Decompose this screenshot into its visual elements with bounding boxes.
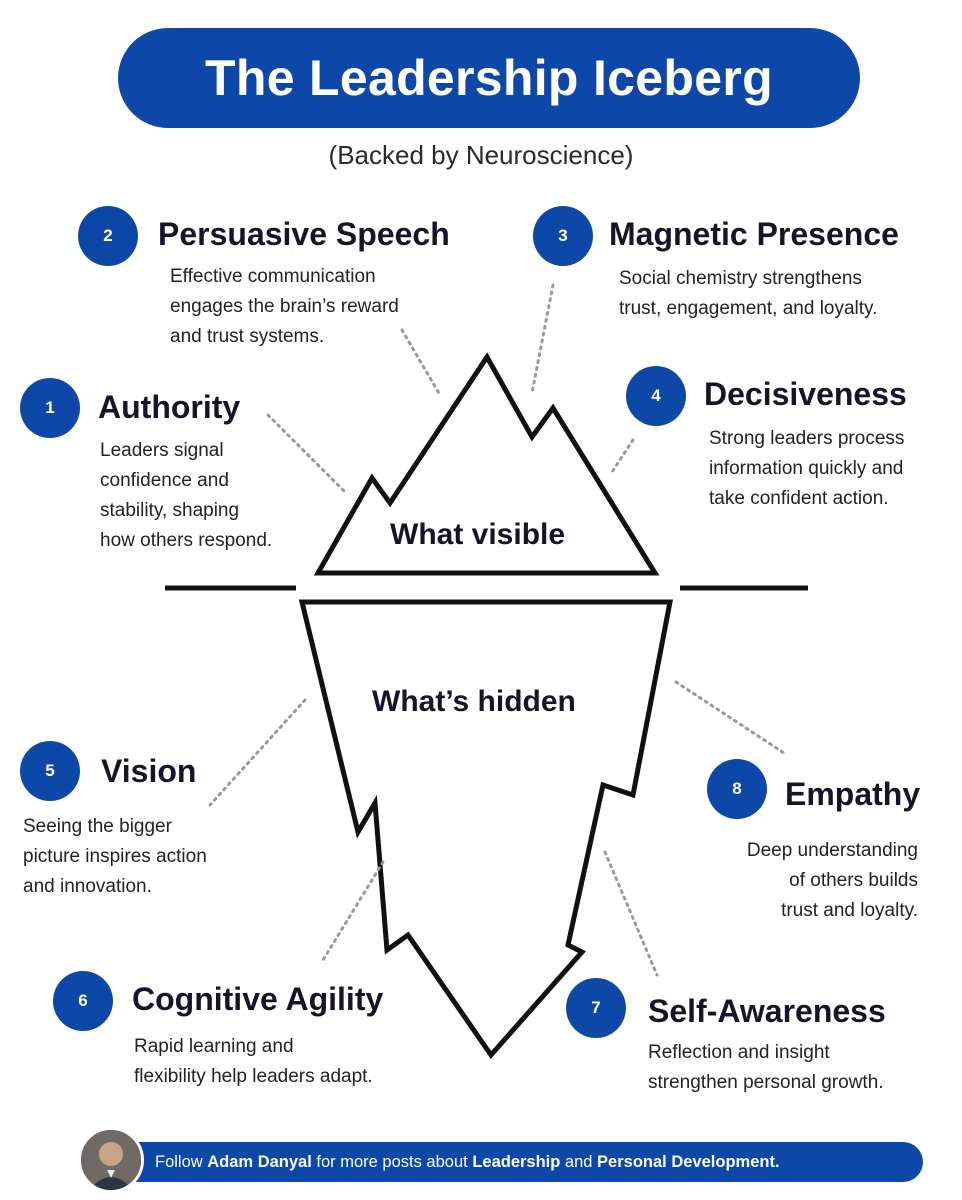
heading-cognitive-agility: Cognitive Agility [132,981,384,1017]
desc-line: how others respond. [100,530,273,551]
connector-2 [400,328,442,397]
desc-line: of others builds [789,870,918,891]
badge-magnetic-presence: 3 [533,206,593,266]
badge-empathy: 8 [707,759,767,819]
footer-author: Adam Danyal [207,1152,312,1171]
desc-line: engages the brain’s reward [170,296,399,317]
desc-line: Strong leaders process [709,428,905,449]
heading-decisiveness: Decisiveness [704,376,907,412]
connector-lines [208,283,789,977]
desc-vision: Seeing the bigger picture inspires actio… [23,812,207,902]
desc-line: information quickly and [709,458,904,479]
heading-persuasive-speech: Persuasive Speech [158,216,450,252]
visible-label: What visible [390,518,566,551]
desc-self-awareness: Reflection and insight strengthen person… [648,1038,884,1098]
iceberg-visible-part [313,352,660,576]
page-title: The Leadership Iceberg [205,50,773,106]
desc-line: trust, engagement, and loyalty. [619,298,878,319]
heading-self-awareness: Self-Awareness [648,993,886,1029]
heading-authority: Authority [98,389,241,425]
desc-line: Deep understanding [746,840,918,861]
desc-line: and trust systems. [170,326,325,347]
desc-line: strengthen personal growth. [648,1072,884,1093]
heading-vision: Vision [101,753,197,789]
badge-vision: 5 [20,741,80,801]
heading-magnetic-presence: Magnetic Presence [609,216,899,252]
badge-decisiveness: 4 [626,366,686,426]
desc-line: Reflection and insight [648,1042,830,1063]
desc-line: Social chemistry strengthens [619,268,862,289]
desc-line: Seeing the bigger [23,816,172,837]
desc-magnetic-presence: Social chemistry strengthens trust, enga… [619,264,877,324]
badge-cognitive-agility: 6 [53,971,113,1031]
desc-authority: Leaders signal confidence and stability,… [100,436,272,556]
footer-and: and [560,1152,598,1171]
desc-line: Rapid learning and [134,1036,294,1057]
desc-persuasive-speech: Effective communication engages the brai… [170,262,399,352]
connector-8 [674,680,789,757]
badge-self-awareness: 7 [566,978,626,1038]
iceberg-hidden-part [298,599,674,1060]
desc-decisiveness: Strong leaders process information quick… [709,424,904,514]
desc-line: and innovation. [23,876,152,897]
connector-7 [603,850,659,977]
connector-5 [208,698,307,807]
avatar [78,1127,144,1193]
desc-line: Leaders signal [100,440,224,461]
footer-topic-leadership: Leadership [472,1152,561,1171]
desc-empathy: Deep understanding of others builds trus… [672,836,918,926]
connector-3 [530,283,555,395]
footer-middle: for more posts about [311,1152,473,1171]
footer-text: Follow Adam Danyal for more posts about … [155,1153,780,1172]
footer-prefix: Follow [155,1152,208,1171]
connector-6 [321,860,385,962]
desc-line: trust and loyalty. [781,900,918,921]
desc-line: Effective communication [170,266,376,287]
heading-empathy: Empathy [785,776,921,812]
desc-line: take confident action. [709,488,889,509]
desc-line: stability, shaping [100,500,240,521]
badge-authority: 1 [20,378,80,438]
desc-cognitive-agility: Rapid learning and flexibility help lead… [134,1032,373,1092]
desc-line: confidence and [100,470,229,491]
avatar-portrait-icon [81,1130,141,1190]
hidden-label: What’s hidden [372,685,576,718]
page-subtitle: (Backed by Neuroscience) [328,140,634,170]
footer-topic-personal-development: Personal Development. [597,1152,780,1171]
title-banner: The Leadership Iceberg [118,28,860,128]
badge-persuasive-speech: 2 [78,206,138,266]
desc-line: flexibility help leaders adapt. [134,1066,373,1087]
connector-1 [266,413,347,494]
footer-banner: Follow Adam Danyal for more posts about … [105,1142,923,1182]
desc-line: picture inspires action [23,846,207,867]
connector-4 [610,438,635,474]
